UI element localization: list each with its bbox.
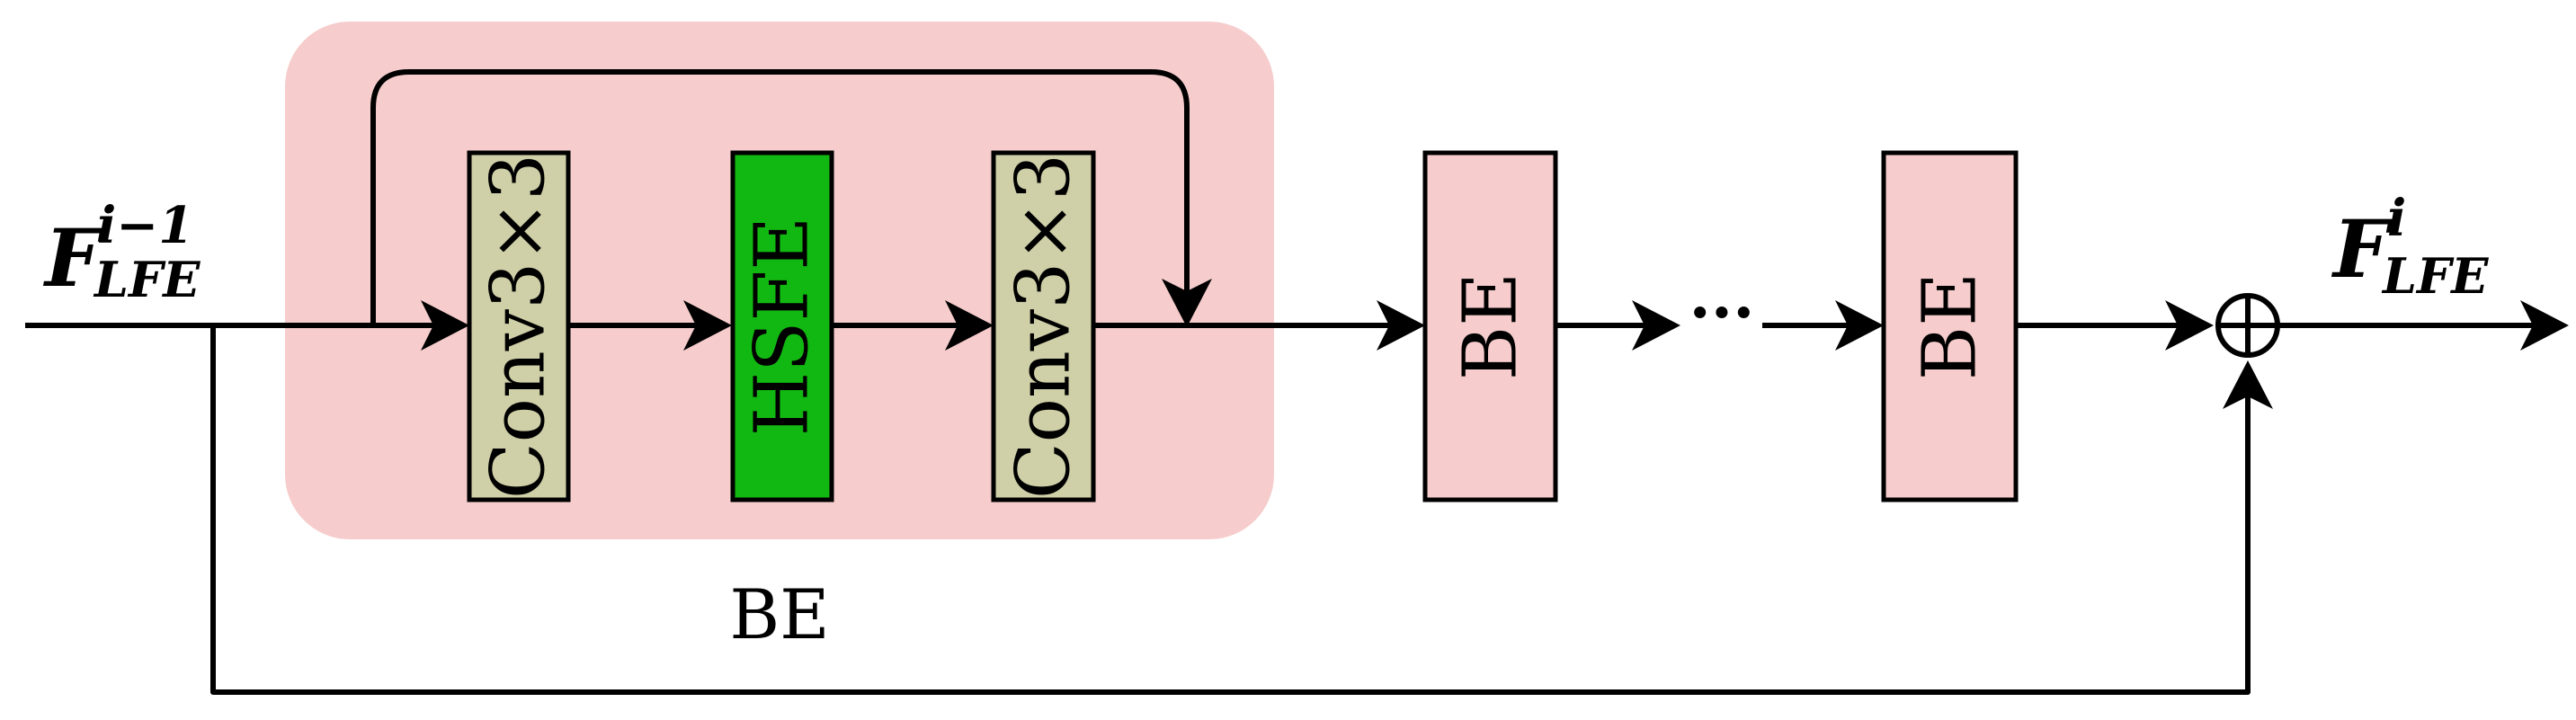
- input-label-base: F: [42, 211, 106, 305]
- input-label-sup: i−1: [97, 196, 193, 255]
- arrowhead-output: [2520, 300, 2569, 351]
- arrowhead-skip-down: [1162, 279, 1212, 327]
- be-block-1: [1422, 150, 1558, 502]
- arrowhead-be2: [1835, 300, 1884, 351]
- output-label: F i LFE: [2331, 189, 2489, 305]
- conv3x3-block-1: [467, 150, 571, 502]
- be-block-1-label: BE: [1448, 272, 1534, 380]
- arrowhead-conv1: [421, 300, 469, 351]
- conv3x3-block-2: [991, 150, 1096, 502]
- output-label-base: F: [2331, 202, 2394, 296]
- arrowhead-ellipsis: [1632, 300, 1680, 351]
- arrowheads: [421, 279, 2569, 409]
- output-label-sub: LFE: [2381, 247, 2489, 305]
- sum-node: [2215, 293, 2280, 358]
- inner-skip-connection: [370, 69, 1190, 325]
- arrowhead-conv2: [945, 300, 994, 351]
- be-block-2-label: BE: [1908, 272, 1993, 380]
- be-group-caption: BE: [729, 574, 829, 654]
- be-block-2: [1881, 150, 2019, 502]
- input-label-sub: LFE: [93, 251, 201, 308]
- conv3x3-block-1-label: Conv3×3: [477, 154, 562, 499]
- arrowhead-be1: [1377, 300, 1425, 351]
- output-label-sup: i: [2387, 189, 2406, 248]
- input-label: F i−1 LFE: [42, 196, 201, 308]
- global-skip-connection: [210, 325, 2251, 695]
- conv3x3-block-2-label: Conv3×3: [1002, 154, 1087, 499]
- hsfe-block-label: HSFE: [740, 217, 825, 436]
- arrowhead-sum: [2165, 300, 2214, 351]
- ellipsis: ···: [1689, 275, 1754, 350]
- arrowhead-sum-up: [2223, 360, 2273, 409]
- arrowhead-hsfe: [683, 300, 732, 351]
- hsfe-block: [730, 150, 834, 502]
